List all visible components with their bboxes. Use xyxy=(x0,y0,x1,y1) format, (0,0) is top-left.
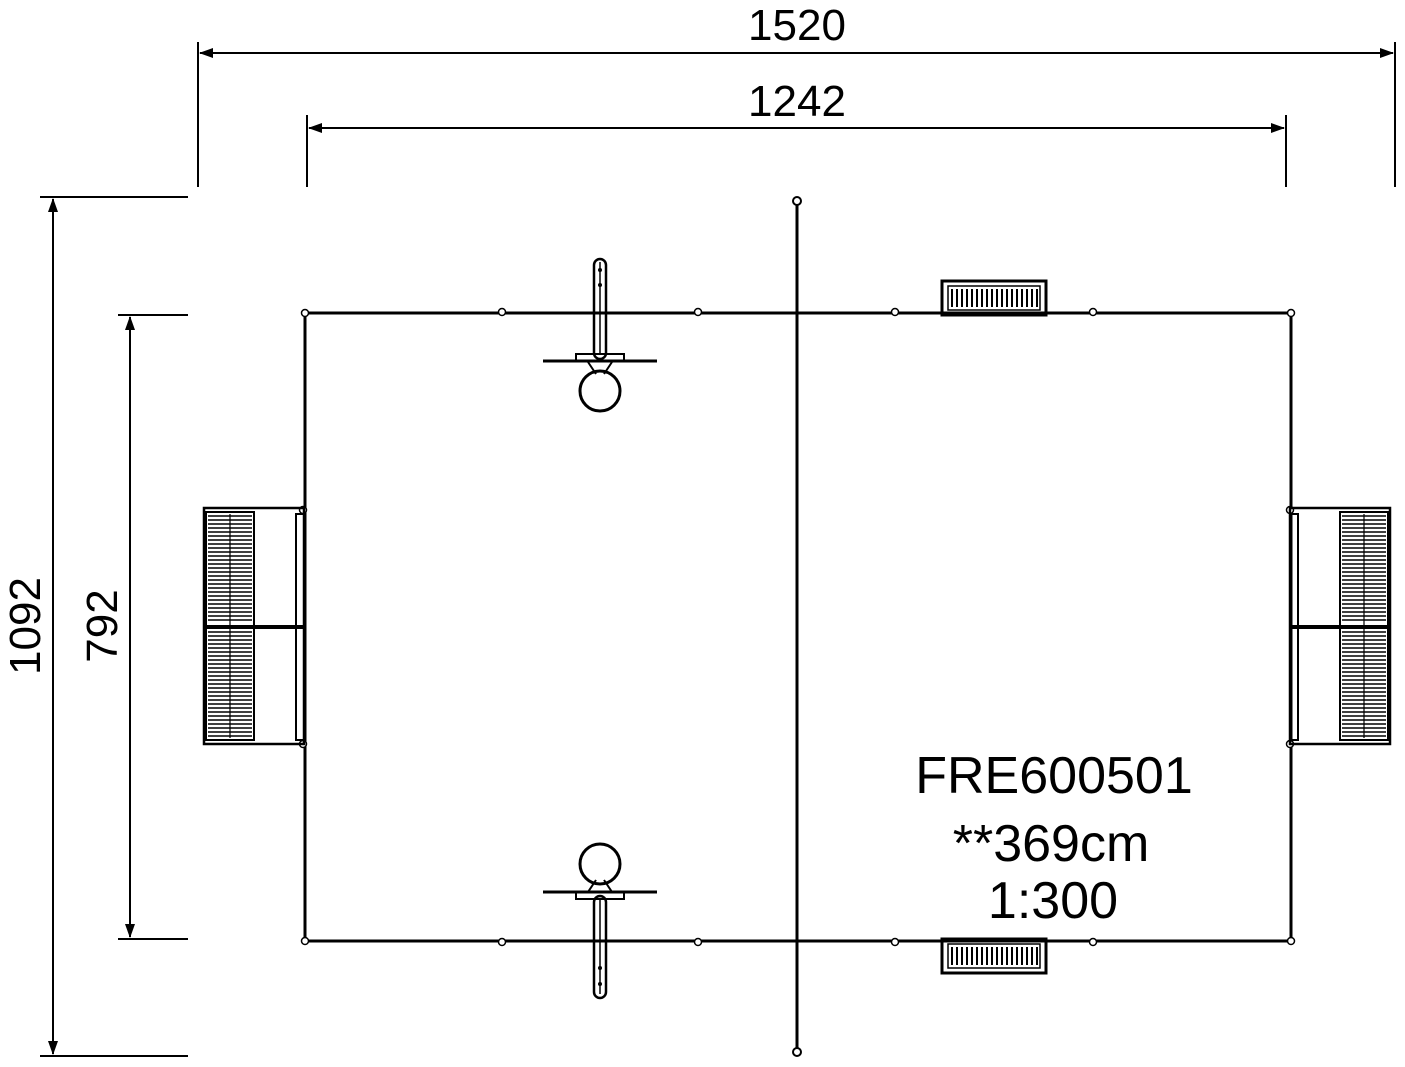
centre-line-top-post xyxy=(792,196,802,206)
centre-line xyxy=(792,196,802,1057)
scale-label: 1:300 xyxy=(988,872,1118,930)
overall-depth-label: 1092 xyxy=(1,577,50,675)
dimension-overall-depth: 1092 xyxy=(1,196,188,1057)
hoop-pole xyxy=(592,257,608,361)
inner-width-label: 1242 xyxy=(748,77,846,126)
centre-line-bottom-post xyxy=(792,1047,802,1057)
overall-width-label: 1520 xyxy=(748,1,846,50)
basketball-hoop-bottom xyxy=(543,842,657,1000)
inner-depth-label: 792 xyxy=(78,589,127,662)
hoop-ring xyxy=(578,842,622,886)
dimension-inner-width: 1242 xyxy=(306,77,1287,187)
basketball-hoop-top xyxy=(543,257,657,413)
hoop-ring xyxy=(578,369,622,413)
drawing-labels: FRE600501 **369cm 1:300 xyxy=(915,747,1193,930)
product-code: FRE600501 xyxy=(915,747,1193,805)
goal-right xyxy=(1288,506,1392,746)
hoop-pole xyxy=(592,894,608,1000)
entrance-grille-top xyxy=(940,279,1048,317)
height-note: **369cm xyxy=(953,815,1150,873)
entrance-grille-bottom xyxy=(940,937,1048,975)
goal-left xyxy=(202,506,306,746)
dimension-inner-depth: 792 xyxy=(78,314,188,940)
dimension-overall-width: 1520 xyxy=(197,1,1396,187)
